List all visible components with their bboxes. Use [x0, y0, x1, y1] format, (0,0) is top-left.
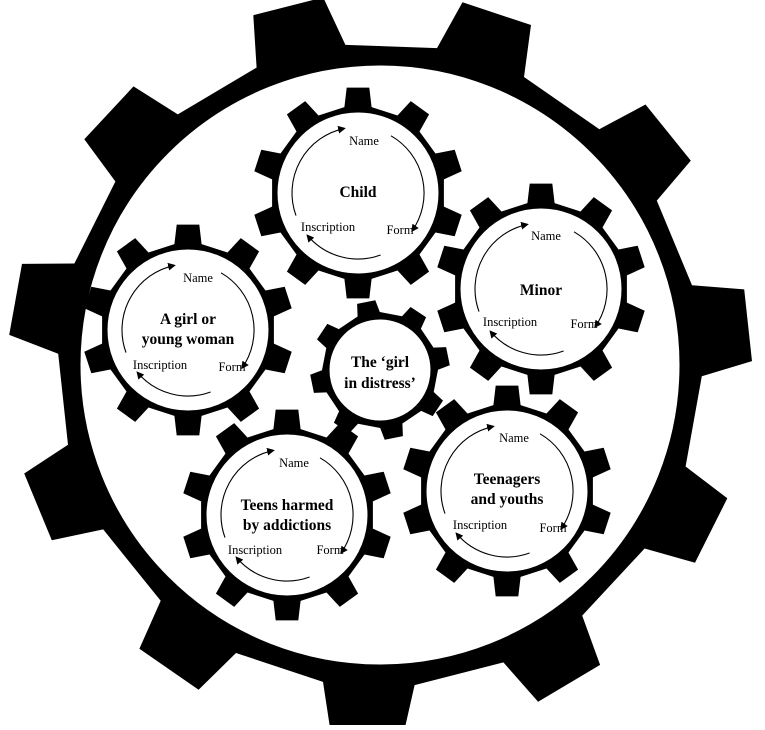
cycle-arrow-name-to-form: [220, 272, 255, 370]
center-gear: The ‘girl in distress’: [310, 300, 450, 440]
cycle-arrow-form-to-inscription: [136, 371, 211, 397]
center-gear-label-line-2: in distress’: [344, 375, 416, 392]
gear-child-form-label: Form: [386, 223, 413, 237]
gear-child-face: [274, 109, 442, 277]
cycle-arrow-inscription-to-name: [220, 447, 275, 538]
gear-girl-woman-face: [104, 246, 272, 414]
gear-girl-woman-title-line-1: A girl or: [160, 311, 216, 328]
gear-child: Child Name Form Inscription: [254, 87, 462, 299]
gear-teenagers: Teenagers and youths Name Form Inscripti…: [403, 385, 611, 597]
gear-minor-face: [457, 205, 625, 373]
cycle-arrow-inscription-to-name: [291, 125, 346, 216]
gear-minor-title: Minor: [520, 282, 562, 299]
cycle-arrow-form-to-inscription: [235, 556, 310, 582]
gear-teens-addictions: Teens harmed by addictions Name Form Ins…: [183, 409, 391, 621]
gear-teens-addictions-title-line-2: by addictions: [243, 517, 331, 534]
gear-teenagers-face: [423, 407, 591, 575]
center-gear-face: [326, 316, 434, 424]
gear-teens-addictions-face: [203, 431, 371, 599]
cycle-arrow-form-to-inscription: [306, 234, 381, 260]
gear-teens-addictions-form-label: Form: [316, 543, 343, 557]
cycle-arrow-name-to-form: [573, 231, 608, 329]
cycle-arrow-inscription-to-name: [440, 423, 495, 514]
gear-teenagers-name-label: Name: [499, 431, 529, 445]
gear-child-inscription-label: Inscription: [301, 220, 356, 234]
gear-teens-addictions-name-label: Name: [279, 456, 309, 470]
gear-teenagers-form-label: Form: [539, 521, 566, 535]
gear-teenagers-title-line-2: and youths: [471, 491, 544, 508]
center-gear-label-line-1: The ‘girl: [351, 354, 410, 371]
cycle-arrow-inscription-to-name: [474, 221, 529, 312]
gear-teens-addictions-inscription-label: Inscription: [228, 543, 283, 557]
cycle-arrow-form-to-inscription: [489, 330, 564, 356]
gear-girl-woman: A girl or young woman Name Form Inscript…: [84, 224, 292, 436]
gear-teens-addictions-title-line-1: Teens harmed: [241, 497, 334, 514]
cycle-arrow-form-to-inscription: [455, 532, 530, 558]
cycle-arrow-name-to-form: [390, 135, 425, 233]
gear-minor-name-label: Name: [531, 229, 561, 243]
gear-minor-form-label: Form: [570, 317, 597, 331]
cycle-arrow-name-to-form: [319, 457, 354, 555]
gear-girl-woman-name-label: Name: [183, 271, 213, 285]
gear-minor-inscription-label: Inscription: [483, 315, 538, 329]
cycle-arrow-name-to-form: [539, 433, 574, 531]
gear-child-name-label: Name: [349, 134, 379, 148]
gear-girl-woman-inscription-label: Inscription: [133, 358, 188, 372]
gear-girl-woman-form-label: Form: [218, 360, 245, 374]
gear-teenagers-title-line-1: Teenagers: [474, 471, 541, 488]
gear-teenagers-inscription-label: Inscription: [453, 518, 508, 532]
cycle-arrow-inscription-to-name: [121, 262, 176, 353]
gear-child-title: Child: [339, 184, 376, 201]
gear-girl-woman-title-line-2: young woman: [142, 331, 235, 348]
gear-minor: Minor Name Form Inscription: [437, 183, 645, 395]
